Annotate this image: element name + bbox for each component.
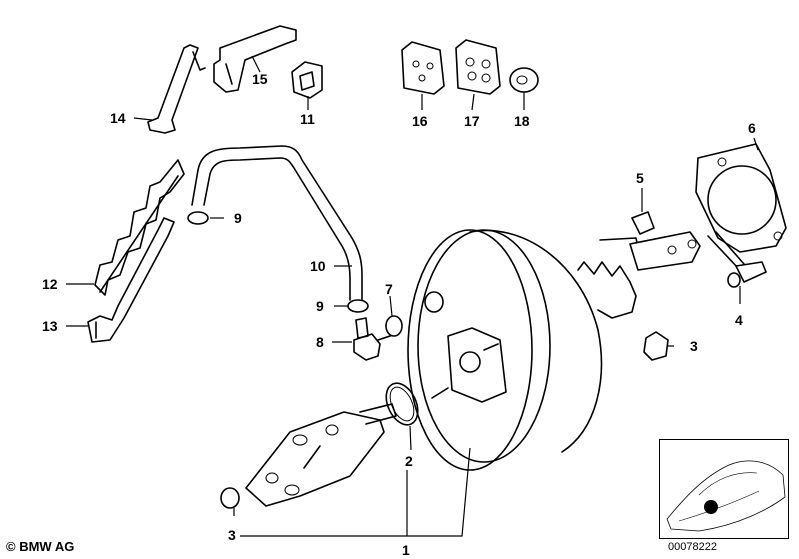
vehicle-locator-icon [659,439,789,539]
part-13-bracket [87,217,175,343]
callout-11: 11 [300,111,315,127]
callout-6: 6 [748,120,756,136]
callout-4: 4 [735,312,743,328]
diagram-reference-number: 00078222 [668,541,717,553]
leader-lines [66,55,759,537]
part-3-grommet-left [220,487,240,509]
part-12-bracket [94,159,185,296]
callout-3-bottom: 3 [228,527,236,543]
part-9-hose-clamp-lower [347,299,369,313]
callout-7: 7 [385,281,393,297]
copyright-text: BMW AG [19,539,75,554]
part-1-brake-booster [407,229,641,471]
callout-5: 5 [636,170,644,186]
callout-2: 2 [405,453,413,469]
callout-17: 17 [464,113,480,129]
callout-18: 18 [514,113,530,129]
part-16-pad [401,41,445,95]
part-15-bracket [213,25,297,93]
callout-3-right: 3 [690,338,698,354]
part-5-clip [631,211,655,235]
callout-12: 12 [42,276,58,292]
part-8-check-valve [353,317,397,361]
part-3-grommet-right [643,331,669,361]
part-14-bracket [147,44,206,134]
copyright-icon: © [6,539,16,554]
callout-1: 1 [402,542,410,558]
part-18-grommet [509,67,539,93]
callout-10: 10 [310,258,326,274]
part-4-pin-lever [707,231,767,288]
part-7-grommet [385,315,403,337]
part-6-gasket [695,143,787,253]
callout-9-upper: 9 [234,210,242,226]
callout-9-lower: 9 [316,298,324,314]
part-10-vacuum-hose [191,145,363,301]
callout-15: 15 [252,71,268,87]
part-17-pad [455,39,501,95]
callout-13: 13 [42,318,58,334]
callout-14: 14 [110,110,126,126]
master-cylinder [245,403,397,507]
copyright-notice: © BMW AG [6,539,74,554]
part-9-hose-clamp-upper [187,211,209,225]
part-11-grommet [291,61,323,99]
pushrod-fork [629,231,701,271]
callout-8: 8 [316,334,324,350]
callout-16: 16 [412,113,428,129]
